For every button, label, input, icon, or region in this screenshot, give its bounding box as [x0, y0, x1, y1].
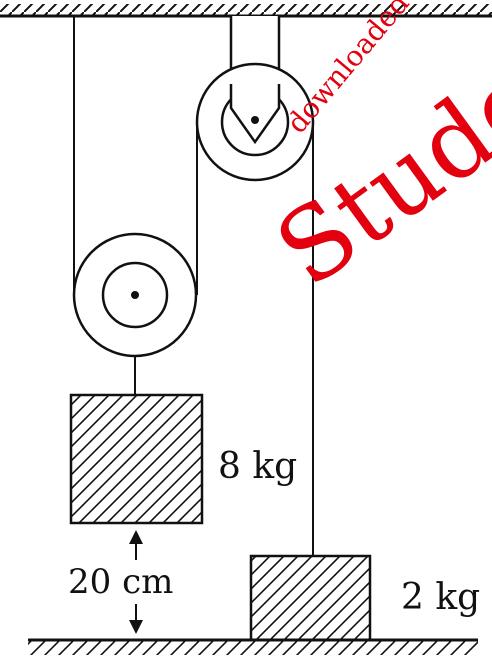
movable-pulley — [72, 232, 198, 358]
block-8kg — [69, 393, 204, 525]
fixed-pulley-axle — [251, 116, 259, 124]
floor — [28, 638, 478, 655]
dimension-arrow-20cm — [129, 530, 143, 634]
label-2kg: 2 kg — [401, 577, 480, 618]
block-2kg — [249, 554, 372, 642]
label-8kg: 8 kg — [218, 446, 297, 487]
ceiling — [0, 4, 492, 18]
label-20cm: 20 cm — [68, 562, 173, 602]
fixed-pulley — [195, 62, 315, 182]
movable-pulley-axle — [131, 291, 139, 299]
